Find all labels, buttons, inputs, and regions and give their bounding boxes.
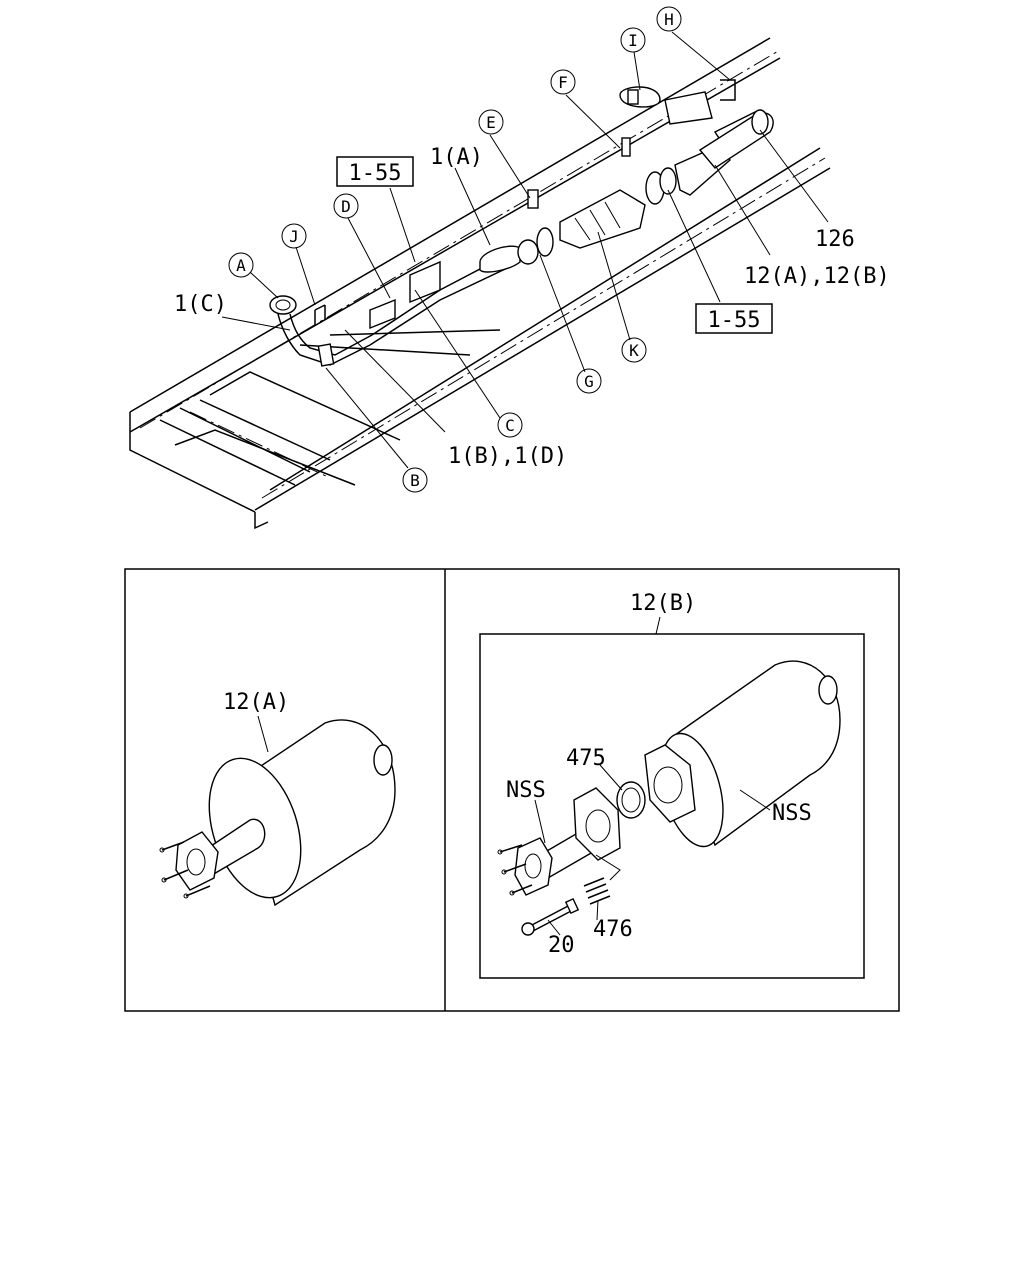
detail-muffler-12a: 12(A) — [159, 690, 396, 907]
callout-i-text: I — [628, 31, 638, 50]
callout-b: B — [402, 467, 428, 493]
callout-c: C — [497, 412, 523, 438]
ref-box-lower: 1-55 — [695, 303, 773, 334]
callout-j-text: J — [289, 227, 299, 246]
ref-box-lower-text: 1-55 — [708, 308, 761, 333]
callout-c-text: C — [505, 416, 515, 435]
callout-a: A — [228, 252, 254, 278]
callout-b-text: B — [410, 471, 420, 490]
detail-label-nss-muffler: NSS — [772, 801, 812, 826]
callout-h-text: H — [664, 10, 674, 29]
detail-label-nss-pipe: NSS — [506, 778, 546, 803]
front-exhaust-pipe — [269, 245, 521, 367]
callout-f-text: F — [558, 73, 568, 92]
callout-e: E — [478, 109, 504, 135]
callout-k-text: K — [629, 341, 639, 360]
ref-box-upper-text: 1-55 — [349, 161, 402, 186]
detail-left-label: 12(A) — [223, 690, 289, 715]
callout-h: H — [656, 6, 682, 32]
callout-g: G — [576, 368, 602, 394]
callout-k: K — [621, 337, 647, 363]
callout-d: D — [333, 193, 359, 219]
label-1a: 1(A) — [430, 145, 483, 170]
vehicle-frame — [129, 37, 831, 530]
detail-right-title: 12(B) — [630, 591, 696, 616]
leader-lines — [221, 31, 829, 469]
detail-label-475: 475 — [566, 746, 606, 771]
ref-box-upper: 1-55 — [336, 156, 414, 187]
label-12ab: 12(A),12(B) — [744, 264, 890, 289]
detail-panels-frame — [124, 568, 900, 1012]
muffler-and-tailpipe — [527, 79, 774, 209]
label-1b-1d: 1(B),1(D) — [448, 444, 567, 469]
callout-f: F — [550, 69, 576, 95]
callout-g-text: G — [584, 372, 594, 391]
detail-muffler-12b: 12(B) 475 NSS NS — [479, 591, 865, 979]
detail-label-20: 20 — [548, 933, 575, 958]
callout-a-text: A — [236, 256, 246, 275]
detail-label-476: 476 — [593, 917, 633, 942]
callout-j: J — [281, 223, 307, 249]
callout-d-text: D — [341, 197, 351, 216]
callout-i: I — [620, 27, 646, 53]
label-1c: 1(C) — [174, 292, 227, 317]
callout-e-text: E — [486, 113, 496, 132]
catalytic-converter — [517, 167, 677, 265]
label-126: 126 — [815, 227, 855, 252]
